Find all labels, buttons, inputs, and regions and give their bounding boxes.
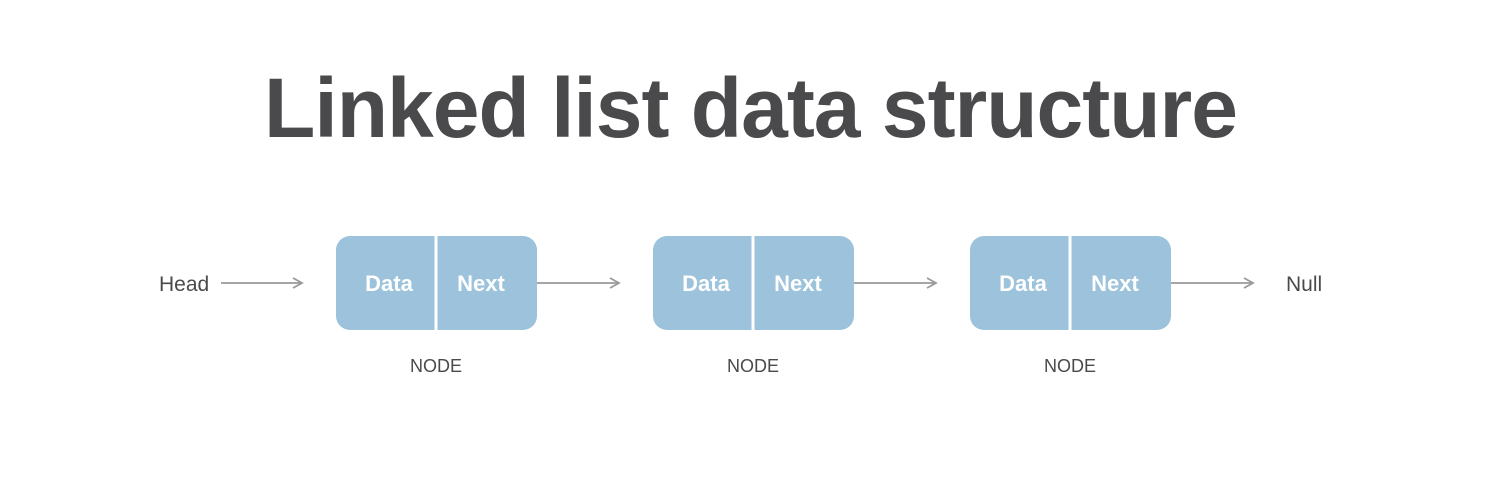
node-3-next-cell: Next [1091,271,1139,296]
node-1-next-cell: Next [457,271,505,296]
node-1-caption: NODE [410,356,462,376]
node-2: Data Next NODE [653,236,854,376]
node-2-caption: NODE [727,356,779,376]
node-1: Data Next NODE [336,236,537,376]
diagram-title: Linked list data structure [264,61,1238,155]
null-label: Null [1286,273,1322,296]
node-2-next-cell: Next [774,271,822,296]
node-3-caption: NODE [1044,356,1096,376]
node-1-data-cell: Data [365,271,413,296]
node-2-data-cell: Data [682,271,730,296]
head-label: Head [159,273,209,296]
node-3-data-cell: Data [999,271,1047,296]
node-3: Data Next NODE [970,236,1171,376]
